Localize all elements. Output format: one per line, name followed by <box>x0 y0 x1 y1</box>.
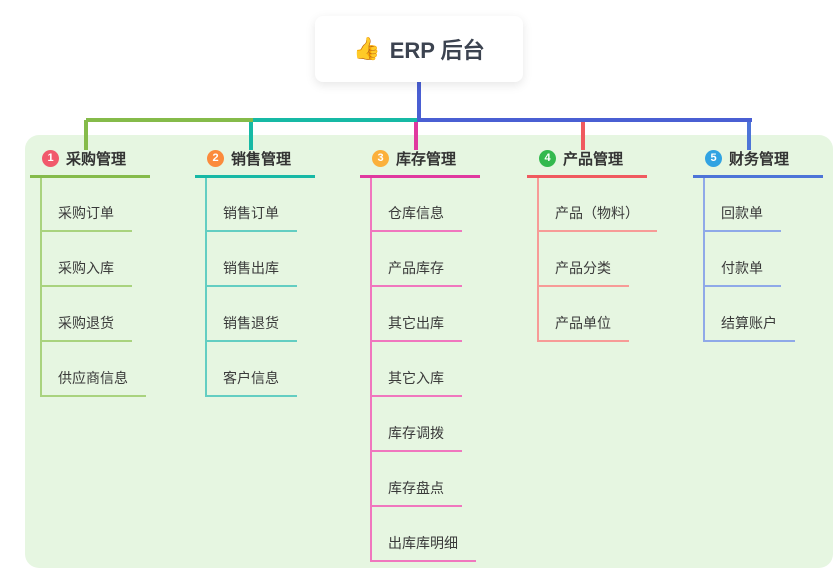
child-node-label: 产品（物料） <box>555 205 639 221</box>
child-node[interactable]: 付款单 <box>703 258 781 287</box>
root-node[interactable]: 👍 ERP 后台 <box>315 16 523 82</box>
child-node[interactable]: 库存调拨 <box>370 423 462 452</box>
child-node[interactable]: 结算账户 <box>703 313 795 342</box>
child-node[interactable]: 采购入库 <box>40 258 132 287</box>
child-node[interactable]: 仓库信息 <box>370 203 462 232</box>
branch-label: 产品管理 <box>563 150 624 168</box>
root-connector <box>417 82 421 122</box>
branch-label: 财务管理 <box>729 150 790 168</box>
child-node-label: 产品库存 <box>388 260 444 276</box>
child-node-label: 采购退货 <box>58 315 114 331</box>
branch-badge: 1 <box>42 149 59 167</box>
child-node[interactable]: 销售出库 <box>205 258 297 287</box>
thumbs-up-icon: 👍 <box>353 36 381 61</box>
child-node[interactable]: 产品（物料） <box>537 203 657 232</box>
drop-line-branch-3 <box>414 120 418 150</box>
child-node[interactable]: 其它出库 <box>370 313 462 342</box>
child-node[interactable]: 回款单 <box>703 203 781 232</box>
child-node[interactable]: 出库库明细 <box>370 533 476 562</box>
child-node[interactable]: 销售退货 <box>205 313 297 342</box>
branch-label: 库存管理 <box>396 150 457 168</box>
branch-trunk-line <box>370 178 372 560</box>
branch-label: 销售管理 <box>231 150 292 168</box>
child-node[interactable]: 产品单位 <box>537 313 629 342</box>
child-node[interactable]: 采购订单 <box>40 203 132 232</box>
branch-node-2[interactable]: 2 销售管理 <box>207 148 291 168</box>
child-node-label: 回款单 <box>721 205 763 221</box>
branch-node-1[interactable]: 1 采购管理 <box>42 148 126 168</box>
branch-trunk-line <box>703 178 705 340</box>
branch-node-3[interactable]: 3 库存管理 <box>372 148 456 168</box>
branch-badge: 4 <box>539 149 556 167</box>
child-node-label: 销售退货 <box>223 315 279 331</box>
child-node-label: 产品单位 <box>555 315 611 331</box>
branch-underline <box>30 175 150 178</box>
bus-line-blue <box>417 118 752 122</box>
child-node[interactable]: 库存盘点 <box>370 478 462 507</box>
drop-line-branch-5 <box>747 120 751 150</box>
branch-node-4[interactable]: 4 产品管理 <box>539 148 623 168</box>
drop-line-branch-2 <box>249 120 253 150</box>
child-node[interactable]: 销售订单 <box>205 203 297 232</box>
child-node-label: 结算账户 <box>721 315 777 331</box>
child-node-label: 客户信息 <box>223 370 279 386</box>
child-node-label: 付款单 <box>721 260 763 276</box>
child-node-label: 库存盘点 <box>388 480 444 496</box>
root-title: ERP 后台 <box>389 38 485 63</box>
bus-line-green <box>86 118 255 122</box>
branch-underline <box>693 175 823 178</box>
branch-underline <box>360 175 480 178</box>
child-node[interactable]: 采购退货 <box>40 313 132 342</box>
drop-line-branch-1 <box>84 120 88 150</box>
child-node-label: 其它出库 <box>388 315 444 331</box>
child-node-label: 销售出库 <box>223 260 279 276</box>
branch-badge: 5 <box>705 149 722 167</box>
child-node-label: 仓库信息 <box>388 205 444 221</box>
branch-node-5[interactable]: 5 财务管理 <box>705 148 789 168</box>
child-node[interactable]: 产品分类 <box>537 258 629 287</box>
child-node[interactable]: 客户信息 <box>205 368 297 397</box>
child-node-label: 采购订单 <box>58 205 114 221</box>
drop-line-branch-4 <box>581 120 585 150</box>
child-node-label: 销售订单 <box>223 205 279 221</box>
child-node-label: 库存调拨 <box>388 425 444 441</box>
bus-line-teal <box>253 118 419 122</box>
child-node[interactable]: 产品库存 <box>370 258 462 287</box>
child-node-label: 其它入库 <box>388 370 444 386</box>
branch-label: 采购管理 <box>66 150 127 168</box>
branch-underline <box>195 175 315 178</box>
branches-panel <box>25 135 833 568</box>
branch-badge: 2 <box>207 149 224 167</box>
branch-badge: 3 <box>372 149 389 167</box>
child-node-label: 采购入库 <box>58 260 114 276</box>
child-node-label: 出库库明细 <box>388 535 458 551</box>
child-node-label: 产品分类 <box>555 260 611 276</box>
branch-underline <box>527 175 647 178</box>
child-node[interactable]: 其它入库 <box>370 368 462 397</box>
child-node-label: 供应商信息 <box>58 370 128 386</box>
child-node[interactable]: 供应商信息 <box>40 368 146 397</box>
branch-trunk-line <box>537 178 539 340</box>
